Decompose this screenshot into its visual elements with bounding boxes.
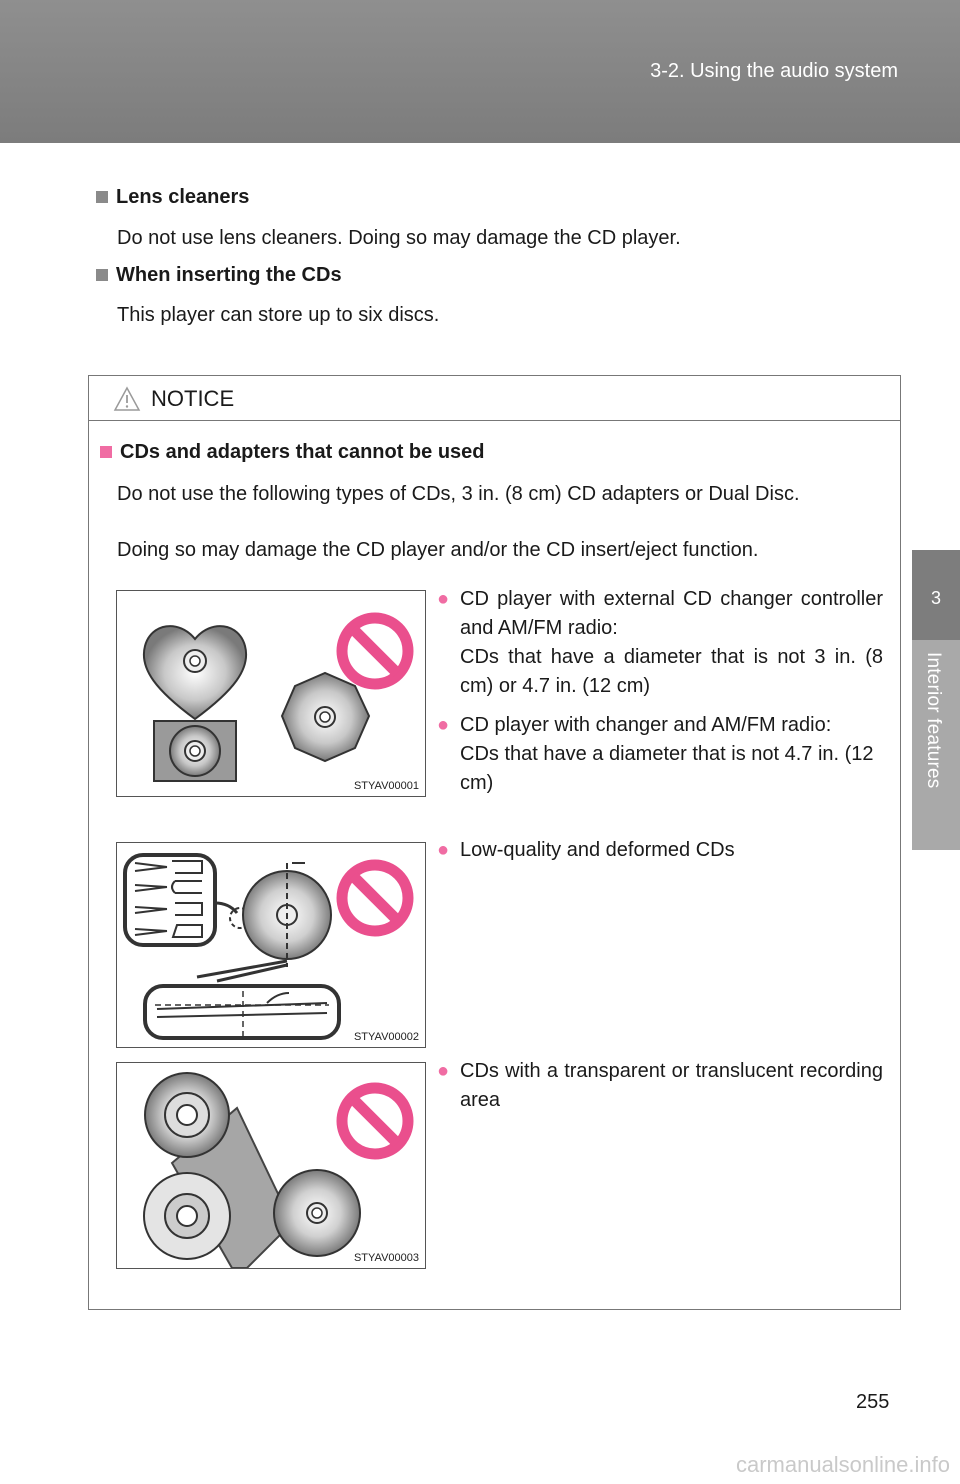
transparent-cds-illustration (143, 1072, 414, 1268)
notice-header: NOTICE (89, 376, 900, 421)
figure-deformed-cds: STYAV00002 (116, 842, 426, 1048)
notice-title: NOTICE (151, 386, 235, 411)
square-bullet-icon (96, 191, 108, 203)
chapter-number: 3 (930, 588, 941, 608)
prohibited-icon (336, 612, 414, 690)
notice-paragraph-2: Doing so may damage the CD player and/or… (117, 539, 759, 561)
odd-shaped-cds-illustration (142, 612, 414, 782)
notice-subheading: CDs and adapters that cannot be used (100, 441, 485, 464)
bullet-external-changer: ● CD player with external CD changer con… (437, 585, 883, 701)
figure-code: STYAV00003 (353, 1252, 419, 1264)
section-heading-lens-cleaners: Lens cleaners (96, 186, 249, 209)
circle-bullet-icon: ● (437, 1060, 450, 1082)
prohibited-icon (336, 1082, 414, 1160)
page-header: 3-2. Using the audio system (0, 0, 960, 143)
section-heading-inserting-cds: When inserting the CDs (96, 264, 342, 287)
chapter-title: Interior features (923, 652, 944, 789)
figure-code: STYAV00001 (353, 780, 419, 792)
figure-transparent-cds: STYAV00003 (116, 1062, 426, 1269)
notice-paragraph-1: Do not use the following types of CDs, 3… (117, 483, 800, 505)
square-bullet-icon (96, 269, 108, 281)
bullet-transparent: ● CDs with a transparent or translucent … (437, 1057, 883, 1115)
prohibited-icon (336, 859, 414, 937)
bullet-low-quality: ● Low-quality and deformed CDs (437, 836, 883, 865)
section-title: 3-2. Using the audio system (650, 60, 898, 82)
circle-bullet-icon: ● (437, 839, 450, 861)
chapter-tab: 3 (912, 550, 960, 640)
page-number: 255 (856, 1391, 890, 1413)
deformed-cds-illustration (123, 853, 414, 1040)
figure-code: STYAV00002 (353, 1031, 419, 1043)
watermark: carmanualsonline.info (735, 1452, 950, 1477)
notice-box: NOTICE CDs and adapters that cannot be u… (88, 375, 901, 1310)
figure-odd-shaped-cds: STYAV00001 (116, 590, 426, 797)
circle-bullet-icon: ● (437, 588, 450, 610)
inserting-cds-text: This player can store up to six discs. (117, 304, 440, 326)
lens-cleaners-text: Do not use lens cleaners. Doing so may d… (117, 227, 681, 249)
bullet-changer-radio: ● CD player with changer and AM/FM radio… (437, 711, 883, 798)
warning-triangle-icon (113, 386, 141, 411)
circle-bullet-icon: ● (437, 714, 450, 736)
chapter-band: Interior features (912, 640, 960, 850)
square-bullet-icon (100, 446, 112, 458)
